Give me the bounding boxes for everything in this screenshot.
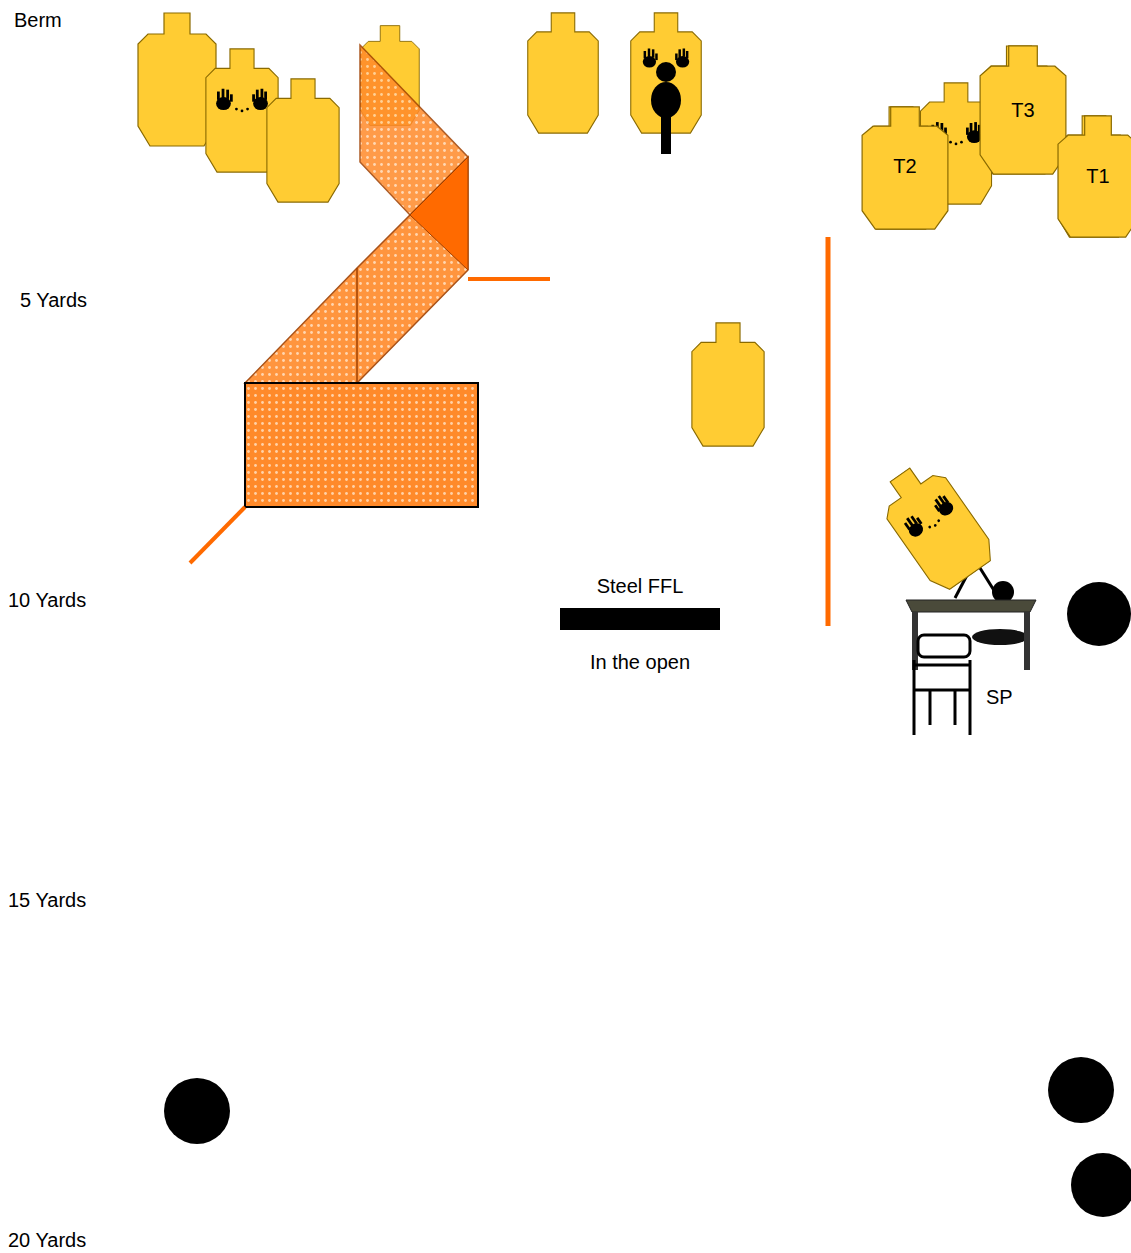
wall-shade [410,157,468,270]
paper-target: T3 [979,45,1067,175]
wall-seam [356,268,358,383]
table-leg [1024,612,1030,670]
paper-target [138,13,216,146]
paper-target: T2 [861,106,949,230]
fault-line [826,237,831,626]
distance-label: 20 Yards [8,1228,86,1252]
steel-plate [164,1078,230,1144]
table-top [906,600,1036,612]
distance-label: Berm [14,8,62,32]
steel-plate [1067,582,1131,646]
target-label: T1 [1057,164,1131,188]
paper-target: T1 [1057,115,1131,238]
target-label: T2 [861,154,949,178]
threat-silhouette [651,62,681,154]
chair [914,635,970,735]
steel-label: Steel FFL [597,574,684,598]
fault-line [468,277,550,281]
mesh-wall [245,157,468,383]
target-label: T3 [979,98,1067,122]
steel-bar [560,608,720,630]
paper-target [267,79,339,202]
shadow [972,629,1028,645]
distance-label: 5 Yards [20,288,87,312]
fault-line [190,507,245,563]
steel-fault-line: Steel FFL In the open [530,574,750,678]
distance-label: 15 Yards [8,888,86,912]
paper-target [528,13,598,133]
start-position-label: SP [986,685,1013,709]
no-shoot-hands [216,89,268,113]
mesh-wall [245,383,478,507]
paper-target [692,323,764,446]
no-shoot-target [871,454,1000,595]
note-label: In the open [590,650,690,674]
steel-plate [1048,1057,1114,1123]
distance-label: 10 Yards [8,588,86,612]
no-shoot-hands [902,493,958,542]
steel-plate [1071,1153,1131,1217]
